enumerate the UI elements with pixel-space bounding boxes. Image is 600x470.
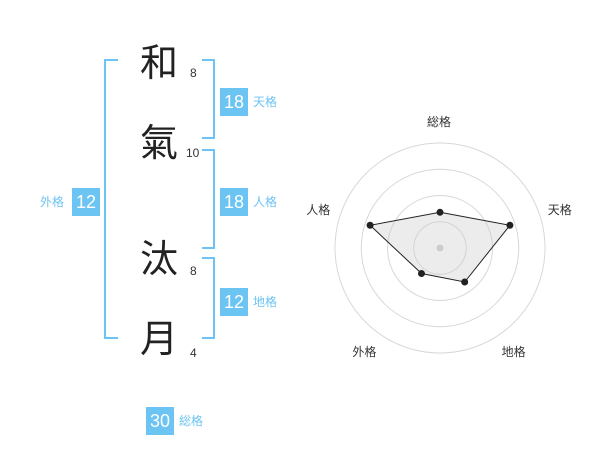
stroke-count-4: 4 (190, 346, 197, 360)
outer-bracket (104, 59, 118, 339)
jin-bracket (202, 149, 215, 249)
radar-point-1 (506, 221, 514, 229)
chi-bracket (202, 257, 215, 339)
name-char-3: 汰 (140, 237, 179, 281)
ten-kaku-value: 18 (220, 88, 248, 116)
gai-kaku-value: 12 (72, 188, 100, 216)
stroke-count-1: 8 (190, 66, 197, 80)
radar-axis-label-0: 総格 (427, 115, 452, 129)
radar-axis-label-3: 外格 (352, 344, 377, 359)
radar-axis-label-1: 天格 (547, 202, 572, 217)
radar-point-3 (417, 269, 425, 277)
jin-kaku-label: 人格 (253, 195, 278, 209)
gai-kaku-label: 外格 (40, 195, 65, 209)
chi-kaku-value: 12 (220, 288, 248, 316)
radar-ring-3 (360, 168, 520, 328)
name-char-4: 月 (140, 317, 179, 361)
radar-point-0 (436, 208, 444, 216)
sou-kaku-value: 30 (146, 407, 174, 435)
radar-axis-label-4: 人格 (306, 202, 331, 217)
radar-axis-label-2: 地格 (501, 344, 526, 359)
radar-ring-4 (334, 142, 546, 354)
ten-bracket (202, 59, 215, 139)
stroke-count-2: 10 (186, 146, 200, 160)
radar-center-dot (436, 244, 444, 252)
jin-kaku-value: 18 (220, 188, 248, 216)
name-char-1: 和 (140, 41, 179, 85)
sou-kaku-label: 総格 (179, 414, 204, 428)
radar-point-4 (366, 221, 374, 229)
name-char-2: 氣 (140, 121, 179, 165)
radar-ring-1 (413, 221, 467, 275)
ten-kaku-label: 天格 (253, 95, 278, 109)
radar-ring-2 (387, 195, 493, 301)
chi-kaku-label: 地格 (253, 295, 278, 309)
stroke-count-3: 8 (190, 264, 197, 278)
radar-point-2 (461, 278, 469, 286)
